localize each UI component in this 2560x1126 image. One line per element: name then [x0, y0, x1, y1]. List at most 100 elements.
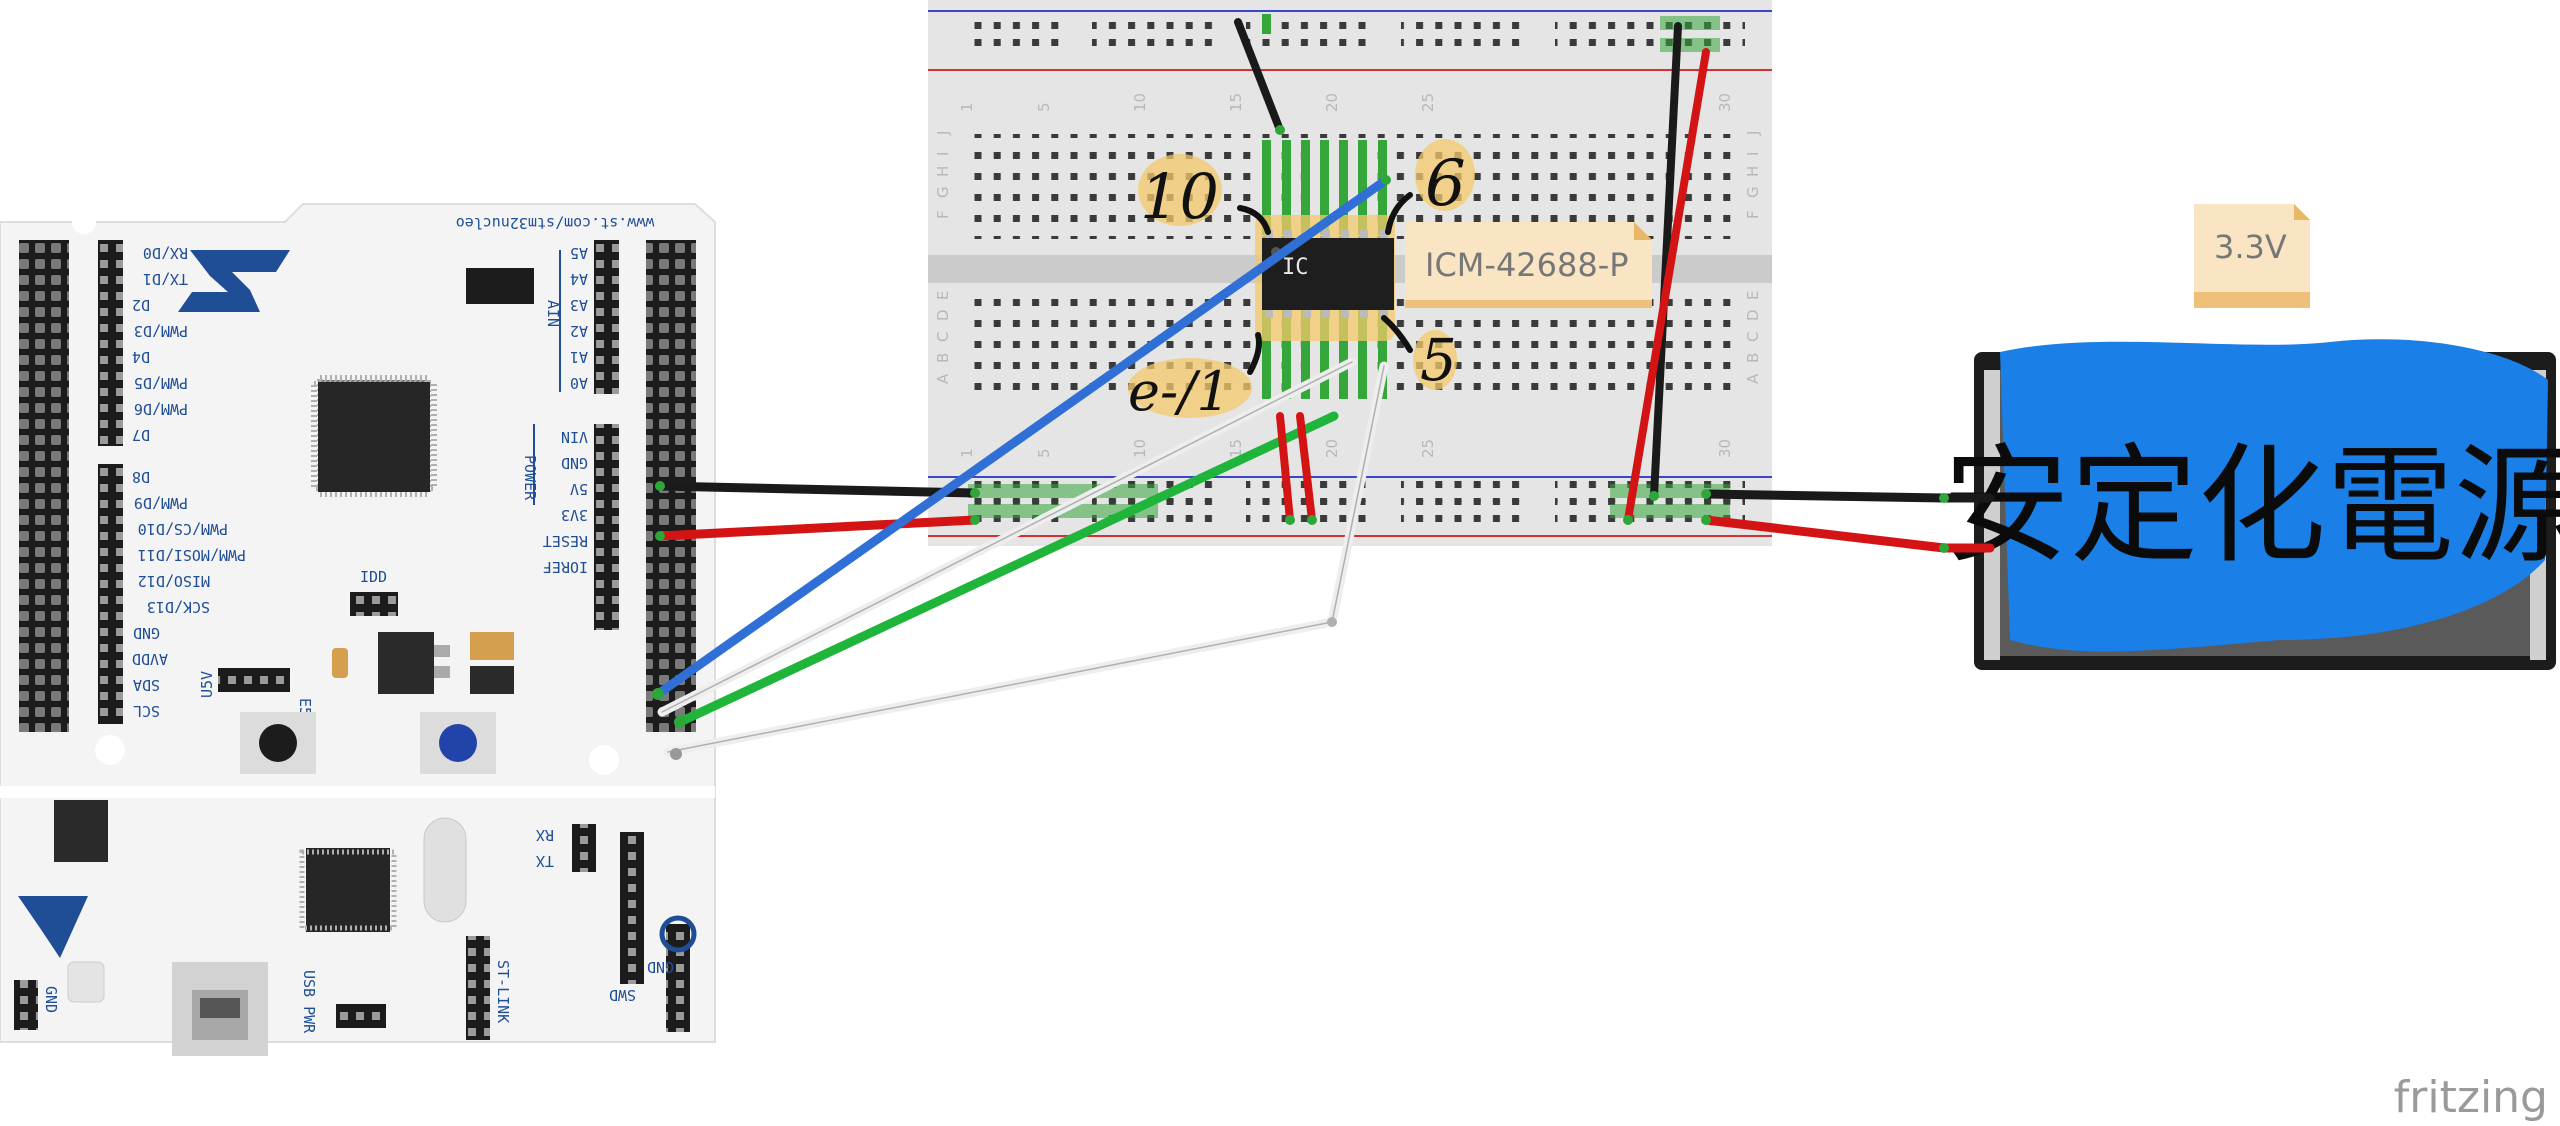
wire-3v3 [655, 515, 980, 541]
st-link-header [466, 936, 490, 1040]
wire-supply-vcc [1701, 515, 1949, 553]
arduino-header-d8-d15 [98, 464, 123, 724]
wire-black-jumper [1234, 18, 1284, 134]
pin-label: MISO/D12 [138, 572, 210, 590]
wire-red-jumper-1 [1276, 412, 1294, 524]
crystal [423, 817, 467, 923]
rx-tx-header [572, 824, 596, 872]
col-number: 30 [1716, 93, 1734, 112]
col-number: 5 [1035, 102, 1053, 112]
pin-annotation-1: e-/1 [1128, 360, 1231, 423]
tx-label: TX [536, 852, 554, 870]
row-letter: F [1744, 210, 1762, 219]
row-letter: H [1744, 166, 1762, 177]
tantalum-cap [332, 648, 348, 678]
usb-pwr-label: USB PWR [300, 970, 318, 1034]
pin-label: D7 [132, 426, 150, 444]
pin-label: 5V [570, 480, 588, 498]
pin-label: GND [133, 624, 160, 642]
col-number: 5 [1035, 448, 1053, 458]
arduino-header-power [594, 424, 619, 630]
power-select-jumper [218, 668, 290, 692]
pin-label: PWM/D5 [134, 374, 188, 392]
analog-pin-labels: A5 A4 A3 A2 A1 A0 AIN [544, 244, 588, 392]
row-letter: I [1744, 152, 1762, 156]
col-number: 1 [958, 102, 976, 112]
row-letter: A [1744, 373, 1762, 384]
rx-label: RX [536, 826, 554, 844]
pin-label: PWM/CS/D10 [138, 520, 228, 538]
col-number: 20 [1323, 439, 1341, 458]
row-letter: G [1744, 186, 1762, 198]
button-component [466, 268, 534, 304]
col-number: 10 [1131, 93, 1149, 112]
wire-supply-gnd [1701, 489, 1949, 503]
voltage-note: 3.3V [2194, 204, 2310, 308]
st-logo [178, 250, 290, 312]
gnd-header-right [666, 924, 690, 1032]
pin-label: RX/D0 [143, 244, 188, 262]
ic-chip: IC [1262, 230, 1394, 318]
annotation-stroke [1381, 315, 1413, 353]
pin-label: D4 [132, 348, 150, 366]
pin-label: A2 [570, 322, 588, 340]
led [67, 961, 105, 1003]
fritzing-watermark: fritzing [2394, 1072, 2548, 1123]
arduino-header-d0-d7 [98, 240, 123, 446]
pin-label: PWM/MOSI/D11 [138, 546, 246, 564]
wire-gnd [655, 481, 980, 498]
pin-label: A5 [570, 244, 588, 262]
regulator [378, 632, 434, 694]
wire-blue [653, 175, 1391, 699]
column-numbers-bottom: 1 5 10 15 20 25 30 [958, 439, 1734, 458]
pin-annotation-5: 5 [1420, 326, 1457, 394]
pin-label: TX/D1 [143, 270, 188, 288]
sensor-note-label: ICM-42688-P [1425, 246, 1629, 284]
pin-label: IOREF [543, 558, 588, 576]
reset-button[interactable] [240, 712, 316, 774]
pin-label: GND [561, 454, 588, 472]
row-letter: C [1744, 332, 1762, 342]
pin-label: AVDD [132, 650, 168, 668]
row-letter: E [934, 291, 952, 300]
row-letter: J [934, 131, 952, 136]
power-pin-labels: VIN GND 5V 3V3 RESET IOREF POWER [521, 424, 588, 576]
eeprom-chip [54, 800, 108, 862]
pin-label: D8 [132, 468, 150, 486]
usb-port[interactable] [172, 962, 268, 1056]
row-letter: I [934, 152, 952, 156]
gnd-header-left [14, 980, 38, 1030]
ain-label: AIN [544, 300, 562, 327]
pin-annotation-6: 6 [1425, 147, 1466, 221]
diode [470, 666, 514, 694]
vehicle-logo [18, 896, 88, 958]
morpho-header-left [19, 240, 69, 732]
pin-label: SCL [133, 702, 160, 720]
col-number: 10 [1131, 439, 1149, 458]
row-letter: G [934, 186, 952, 198]
pin-label: A0 [570, 374, 588, 392]
stlink-mcu [299, 848, 397, 932]
idd-jumper [350, 592, 398, 616]
row-letter: H [934, 166, 952, 177]
column-numbers-top: 1 5 10 15 20 25 30 [958, 93, 1734, 112]
col-number: 25 [1419, 439, 1437, 458]
pin-label: RESET [543, 532, 588, 550]
board-url: www.st.com/stm32nucleo [456, 214, 655, 232]
st-link-logo [659, 915, 697, 953]
wire-red-rail [1624, 48, 1710, 524]
row-letter: C [934, 332, 952, 342]
pin-label: PWM/D6 [134, 400, 188, 418]
swd-label: SWD [609, 986, 636, 1004]
col-number: 1 [958, 448, 976, 458]
wires [652, 18, 1995, 760]
col-number: 20 [1323, 93, 1341, 112]
row-letter: E [1744, 291, 1762, 300]
user-button[interactable] [420, 712, 496, 774]
jumper [336, 1004, 386, 1028]
annotation-stroke [1247, 332, 1262, 375]
row-letters-left: J I H G F E D C B A [934, 131, 952, 384]
pin-label: A3 [570, 296, 588, 314]
board-pcb [0, 203, 716, 1043]
